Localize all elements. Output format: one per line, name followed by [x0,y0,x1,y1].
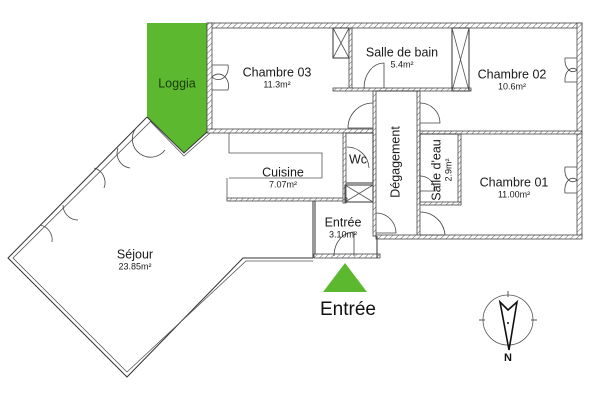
entry-arrow-icon [323,263,367,292]
entry-label: Entrée [320,299,376,320]
room-label-salle-d-eau: Salle d'eau 2.9m² [429,139,454,201]
north-label: N [504,352,512,364]
loggia-area [147,23,207,153]
room-label-sejour: Séjour 23.85m² [116,247,154,272]
room-label-chambre-01: Chambre 01 11.00m² [479,175,549,200]
room-label-loggia: Loggia [158,76,196,91]
room-label-cuisine: Cuisine 7.07m² [262,165,304,190]
room-label-chambre-02: Chambre 02 10.6m² [477,67,547,92]
room-label-chambre-03: Chambre 03 11.3m² [242,65,312,90]
north-arrow-icon [479,291,537,351]
room-label-degagement: Dégagement [388,126,403,198]
room-label-salle-de-bain: Salle de bain 5.4m² [365,45,439,70]
room-label-entree: Entrée 3.10m² [324,215,362,240]
room-label-wc: Wc [348,152,368,167]
